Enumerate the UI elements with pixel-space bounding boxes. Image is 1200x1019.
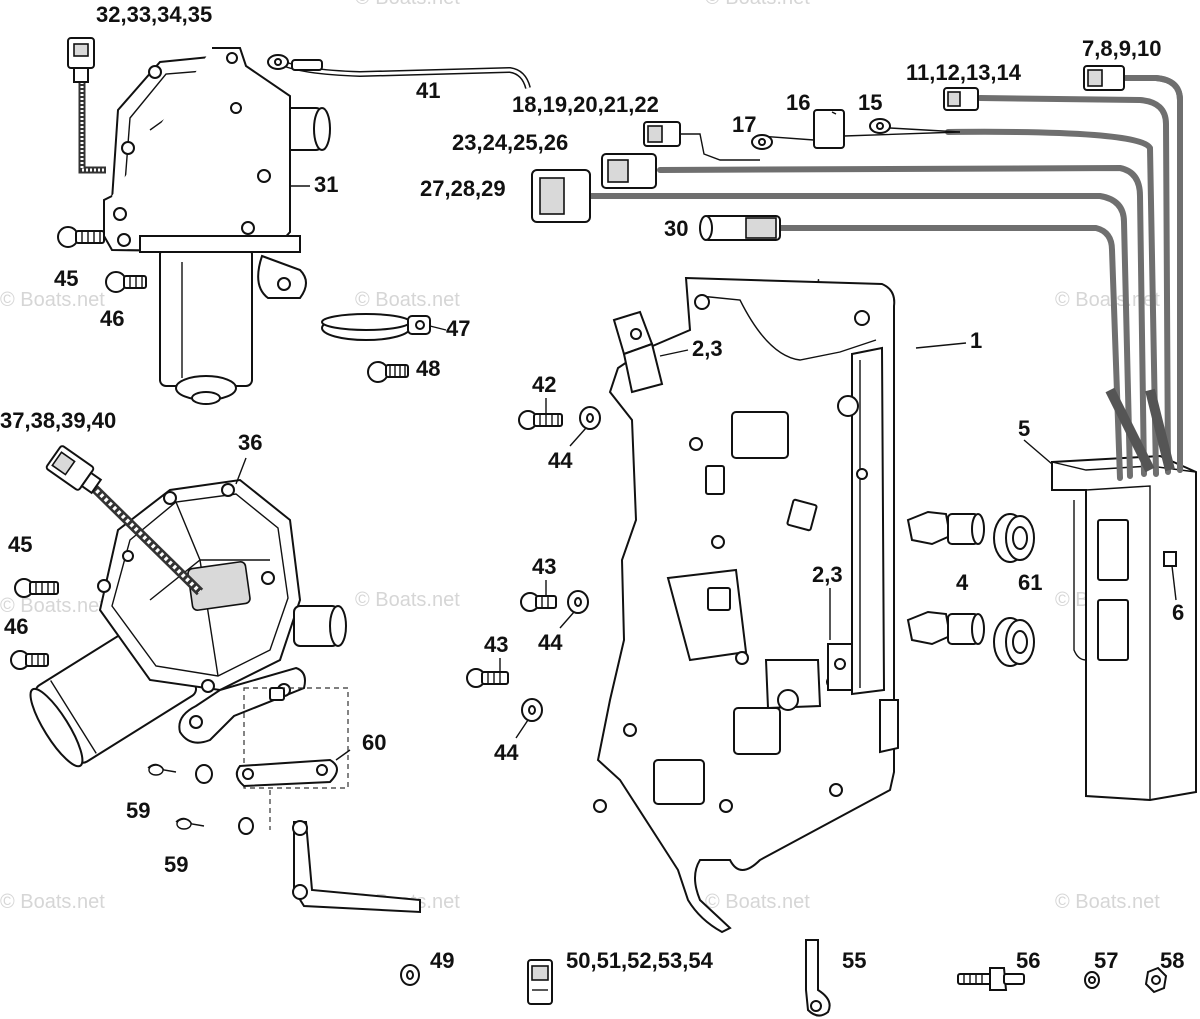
callout-5: 5	[1018, 416, 1030, 441]
watermark: © Boats.net	[0, 595, 105, 617]
callout-6: 6	[1172, 600, 1184, 625]
screw-46-upper	[105, 271, 147, 293]
wire-harness	[587, 75, 1183, 481]
callout-1: 1	[970, 328, 982, 353]
linkage-60	[195, 687, 421, 914]
clip-59-a	[147, 763, 177, 776]
watermark: © Boats.net	[0, 891, 105, 913]
callout-55: 55	[842, 948, 866, 973]
callout-18-22: 18,19,20,21,22	[512, 92, 659, 117]
nut-58	[1144, 966, 1168, 994]
callout-15: 15	[858, 90, 882, 115]
clip-2-3-lower	[827, 643, 853, 691]
leader-lines	[235, 111, 1177, 761]
watermark: © Boats.net	[0, 289, 105, 311]
callout-41: 41	[416, 78, 440, 103]
callout-58: 58	[1160, 948, 1184, 973]
connector-11-14	[943, 87, 979, 111]
connector-18-22	[643, 121, 760, 161]
washer-49	[400, 964, 420, 986]
connector-27-29	[531, 169, 591, 223]
callout-47: 47	[446, 316, 470, 341]
screw-42	[518, 410, 563, 430]
callout-46-lower: 46	[4, 614, 28, 639]
callout-44-b: 44	[538, 630, 563, 655]
callout-32-35: 32,33,34,35	[96, 2, 212, 27]
screw-45-upper	[57, 226, 105, 248]
callout-27-29: 27,28,29	[420, 176, 506, 201]
callout-61: 61	[1018, 570, 1042, 595]
callout-48: 48	[416, 356, 440, 381]
callout-56: 56	[1016, 948, 1040, 973]
fuse-holder-16	[759, 109, 961, 149]
stud-56	[957, 967, 1025, 991]
callout-59-b: 59	[164, 852, 188, 877]
callout-30: 30	[664, 216, 688, 241]
trim-motor-upper	[67, 37, 331, 405]
callout-44-c: 44	[494, 740, 519, 765]
callout-11-14: 11,12,13,14	[906, 60, 1022, 85]
clamp-47	[321, 313, 431, 341]
washer-44-b	[567, 590, 589, 614]
watermark: © Boats.net	[705, 0, 810, 9]
callout-7-10: 7,8,9,10	[1082, 36, 1162, 61]
callout-2-3-upper: 2,3	[692, 336, 723, 361]
ring-terminal-17	[751, 134, 773, 150]
watermark: © Boats.net	[1055, 891, 1160, 913]
callout-43-b: 43	[484, 632, 508, 657]
callout-2-3-lower: 2,3	[812, 562, 843, 587]
junction-box	[1051, 454, 1197, 802]
screw-46-lower	[10, 650, 49, 670]
watermark: © Boats.net	[355, 289, 460, 311]
callout-4: 4	[956, 570, 969, 595]
screw-45-lower	[14, 578, 59, 598]
grommet-61	[993, 513, 1035, 667]
watermark: © Boats.net	[355, 589, 460, 611]
callout-36: 36	[238, 430, 262, 455]
callout-45-upper: 45	[54, 266, 78, 291]
callout-43-a: 43	[532, 554, 556, 579]
callout-45-lower: 45	[8, 532, 32, 557]
callout-labels: 1 2,3 2,3 4 5 6 7,8,9,10 11,12,13,14 15 …	[0, 2, 1184, 973]
ring-terminal-15	[869, 118, 961, 134]
ground-wire-41	[267, 54, 531, 89]
bushing-4	[906, 510, 985, 646]
connector-30	[699, 215, 781, 241]
screw-48	[367, 361, 409, 383]
clip-59-b	[175, 817, 205, 830]
clip-55	[805, 939, 831, 1017]
callout-50-54: 50,51,52,53,54	[566, 948, 714, 973]
connector-50-54	[527, 959, 553, 1005]
washer-44-a	[579, 406, 601, 430]
callout-31: 31	[314, 172, 338, 197]
clip-2-3-upper	[612, 310, 664, 394]
connector-37-40	[45, 445, 103, 495]
callout-49: 49	[430, 948, 454, 973]
callout-16: 16	[786, 90, 810, 115]
screw-43-b	[466, 668, 509, 688]
screw-43-a	[520, 592, 557, 612]
watermark: © Boats.net	[705, 891, 810, 913]
callout-44-a: 44	[548, 448, 573, 473]
connector-23-26	[601, 153, 657, 189]
watermark: © Boats.net	[1055, 289, 1160, 311]
washer-57	[1084, 971, 1100, 989]
washer-44-c	[521, 698, 543, 722]
callout-23-26: 23,24,25,26	[452, 130, 568, 155]
callout-59-a: 59	[126, 798, 150, 823]
watermark: © Boats.net	[355, 0, 460, 9]
callout-57: 57	[1094, 948, 1118, 973]
connector-7-10	[1083, 65, 1125, 91]
mounting-plate	[593, 276, 899, 934]
callout-42: 42	[532, 372, 556, 397]
callout-17: 17	[732, 112, 756, 137]
trim-motor-lower	[29, 445, 347, 768]
callout-37-40: 37,38,39,40	[0, 408, 116, 433]
callout-46-upper: 46	[100, 306, 124, 331]
callout-60: 60	[362, 730, 386, 755]
fuse-6	[1163, 551, 1177, 567]
